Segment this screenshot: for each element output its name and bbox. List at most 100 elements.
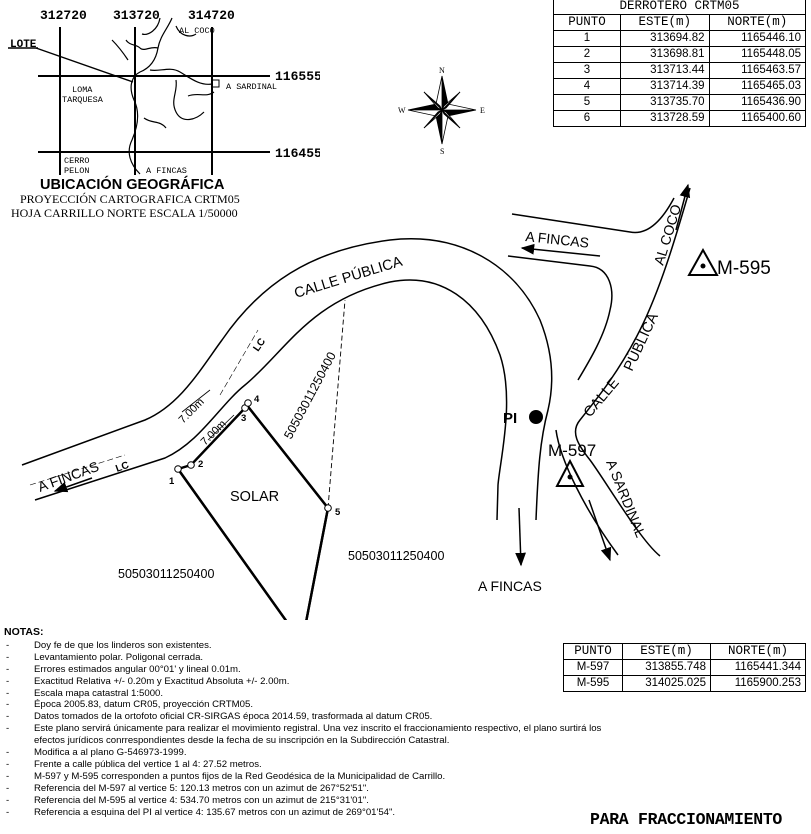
label-pi: PI (503, 410, 517, 427)
arrow-a-sardinal-icon (588, 499, 612, 562)
arrow-al-coco-icon (675, 183, 691, 231)
list-item: Frente a calle pública del vertice 1 al … (4, 759, 614, 771)
north-arrow: N S E W (398, 66, 485, 156)
map-label-al-coco: AL COCO (179, 26, 215, 36)
site-plan: CALLE PÚBLICA CALLE PÚBLICA AL COCO A FI… (21, 183, 771, 620)
cell: 4 (553, 78, 621, 95)
list-item: Exactitud Relativa +/- 0.20m y Exactitud… (4, 676, 614, 688)
cell: 313855.748 (622, 659, 711, 676)
list-item: Época 2005.83, datum CR05, proyección CR… (4, 699, 614, 711)
cell: 1165400.60 (708, 110, 807, 127)
map-title: UBICACIÓN GEOGRÁFICA (40, 175, 225, 193)
lot-front-2-3 (190, 407, 246, 466)
cell: 313698.81 (620, 46, 710, 63)
label-m597: M-597 (548, 441, 596, 460)
map-x-coord-1: 312720 (40, 8, 87, 23)
label-vertex-4: 4 (254, 394, 260, 405)
derrotero-header-este: ESTE(m) (620, 14, 710, 31)
label-lc-left: LC (114, 460, 130, 475)
cell: 1165900.253 (710, 675, 806, 692)
list-item: Referencia a esquina del PI al vertice 4… (4, 807, 614, 819)
list-item: M-597 y M-595 corresponden a puntos fijo… (4, 771, 614, 783)
compass-west: W (398, 106, 406, 115)
lot-side-5-6 (305, 507, 330, 620)
road-edge-east-north (511, 197, 675, 234)
lote-leader (35, 47, 134, 83)
list-item: Errores estimados angular 00°01' y linea… (4, 664, 614, 676)
vertex-5-marker (324, 504, 332, 512)
road-centerline-2 (219, 329, 259, 396)
cell: 1165446.10 (708, 30, 807, 47)
map-label-a-sardinal: A SARDINAL (226, 82, 277, 92)
vertex-1-marker (174, 465, 182, 473)
list-item: Referencia del M-597 al vertice 5: 120.1… (4, 783, 614, 795)
map-label-lote: LOTE (10, 39, 37, 51)
list-item: Doy fe de que los linderos son existente… (4, 640, 614, 652)
arrow-a-fincas-top-icon (520, 243, 601, 257)
map-x-coord-3: 314720 (188, 8, 235, 23)
map-label-loma: LOMA (72, 85, 93, 95)
compass-north: N (439, 66, 445, 75)
label-m595: M-595 (717, 258, 771, 279)
vertex-4-marker (244, 399, 252, 407)
cell: 314025.025 (622, 675, 711, 692)
derrotero-header-punto: PUNTO (553, 14, 621, 31)
label-calle-east: CALLE (581, 375, 623, 421)
cell: 313728.59 (620, 110, 710, 127)
width-dim-1 (181, 389, 211, 413)
label-width-2: 7.00m (199, 418, 229, 448)
label-solar: SOLAR (230, 489, 279, 505)
monuments-header-norte: NORTE(m) (710, 643, 806, 660)
map-y-coord-1: 1165550 (275, 69, 320, 84)
list-item: Este plano servirá únicamente para reali… (4, 723, 614, 747)
width-dim-2 (207, 414, 235, 441)
label-publica-east: PÚBLICA (620, 310, 662, 374)
lot-side-4-5 (245, 403, 329, 509)
cell: 6 (553, 110, 621, 127)
cell: 313735.70 (620, 94, 710, 111)
cell: 1165465.03 (708, 78, 807, 95)
label-vertex-2: 2 (198, 459, 203, 470)
map-subtitle-sheet: HOJA CARRILLO NORTE ESCALA 1/50000 (11, 206, 238, 220)
label-calle-publica-main: CALLE PÚBLICA (292, 253, 404, 302)
list-item: Datos tomados de la ortofoto oficial CR-… (4, 711, 614, 723)
monuments-header-este: ESTE(m) (622, 643, 711, 660)
road-edge-north (21, 238, 553, 521)
m597-triangle-icon (555, 458, 585, 487)
label-parcel-c: 50503011250400 (118, 567, 214, 581)
compass-east: E (480, 106, 485, 115)
map-y-coord-2: 1164550 (275, 146, 320, 161)
cell: M-597 (563, 659, 623, 676)
pi-point (529, 410, 543, 424)
map-label-a-fincas: A FINCAS (146, 166, 187, 176)
derrotero-table: DERROTERO CRTM05 PUNTO ESTE(m) NORTE(m) … (553, 0, 807, 127)
neighbor-line (327, 299, 346, 509)
list-item: Modifica a al plano G-546973-1999. (4, 747, 614, 759)
label-parcel-a: 50503011250400 (281, 350, 339, 442)
label-a-sardinal: A SARDINAL (603, 457, 649, 540)
notes-section: NOTAS: Doy fe de que los linderos son ex… (4, 626, 614, 819)
cell: 1165463.57 (708, 62, 807, 79)
label-al-coco: AL COCO (651, 202, 685, 267)
cell: M-595 (563, 675, 623, 692)
cell: 3 (553, 62, 621, 79)
road-centerline (29, 454, 126, 486)
cell: 313694.82 (620, 30, 710, 47)
lot-side-6-1 (177, 468, 288, 620)
arrow-a-fincas-left-icon (53, 477, 93, 493)
cell: 1165441.344 (710, 659, 806, 676)
vertex-2-marker (187, 461, 195, 469)
arrow-a-fincas-bottom-icon (515, 507, 526, 567)
list-item: Escala mapa catastral 1:5000. (4, 688, 614, 700)
monuments-header-punto: PUNTO (563, 643, 623, 660)
notes-list: Doy fe de que los linderos son existente… (4, 640, 614, 819)
label-vertex-1: 1 (169, 476, 175, 487)
cell: 5 (553, 94, 621, 111)
